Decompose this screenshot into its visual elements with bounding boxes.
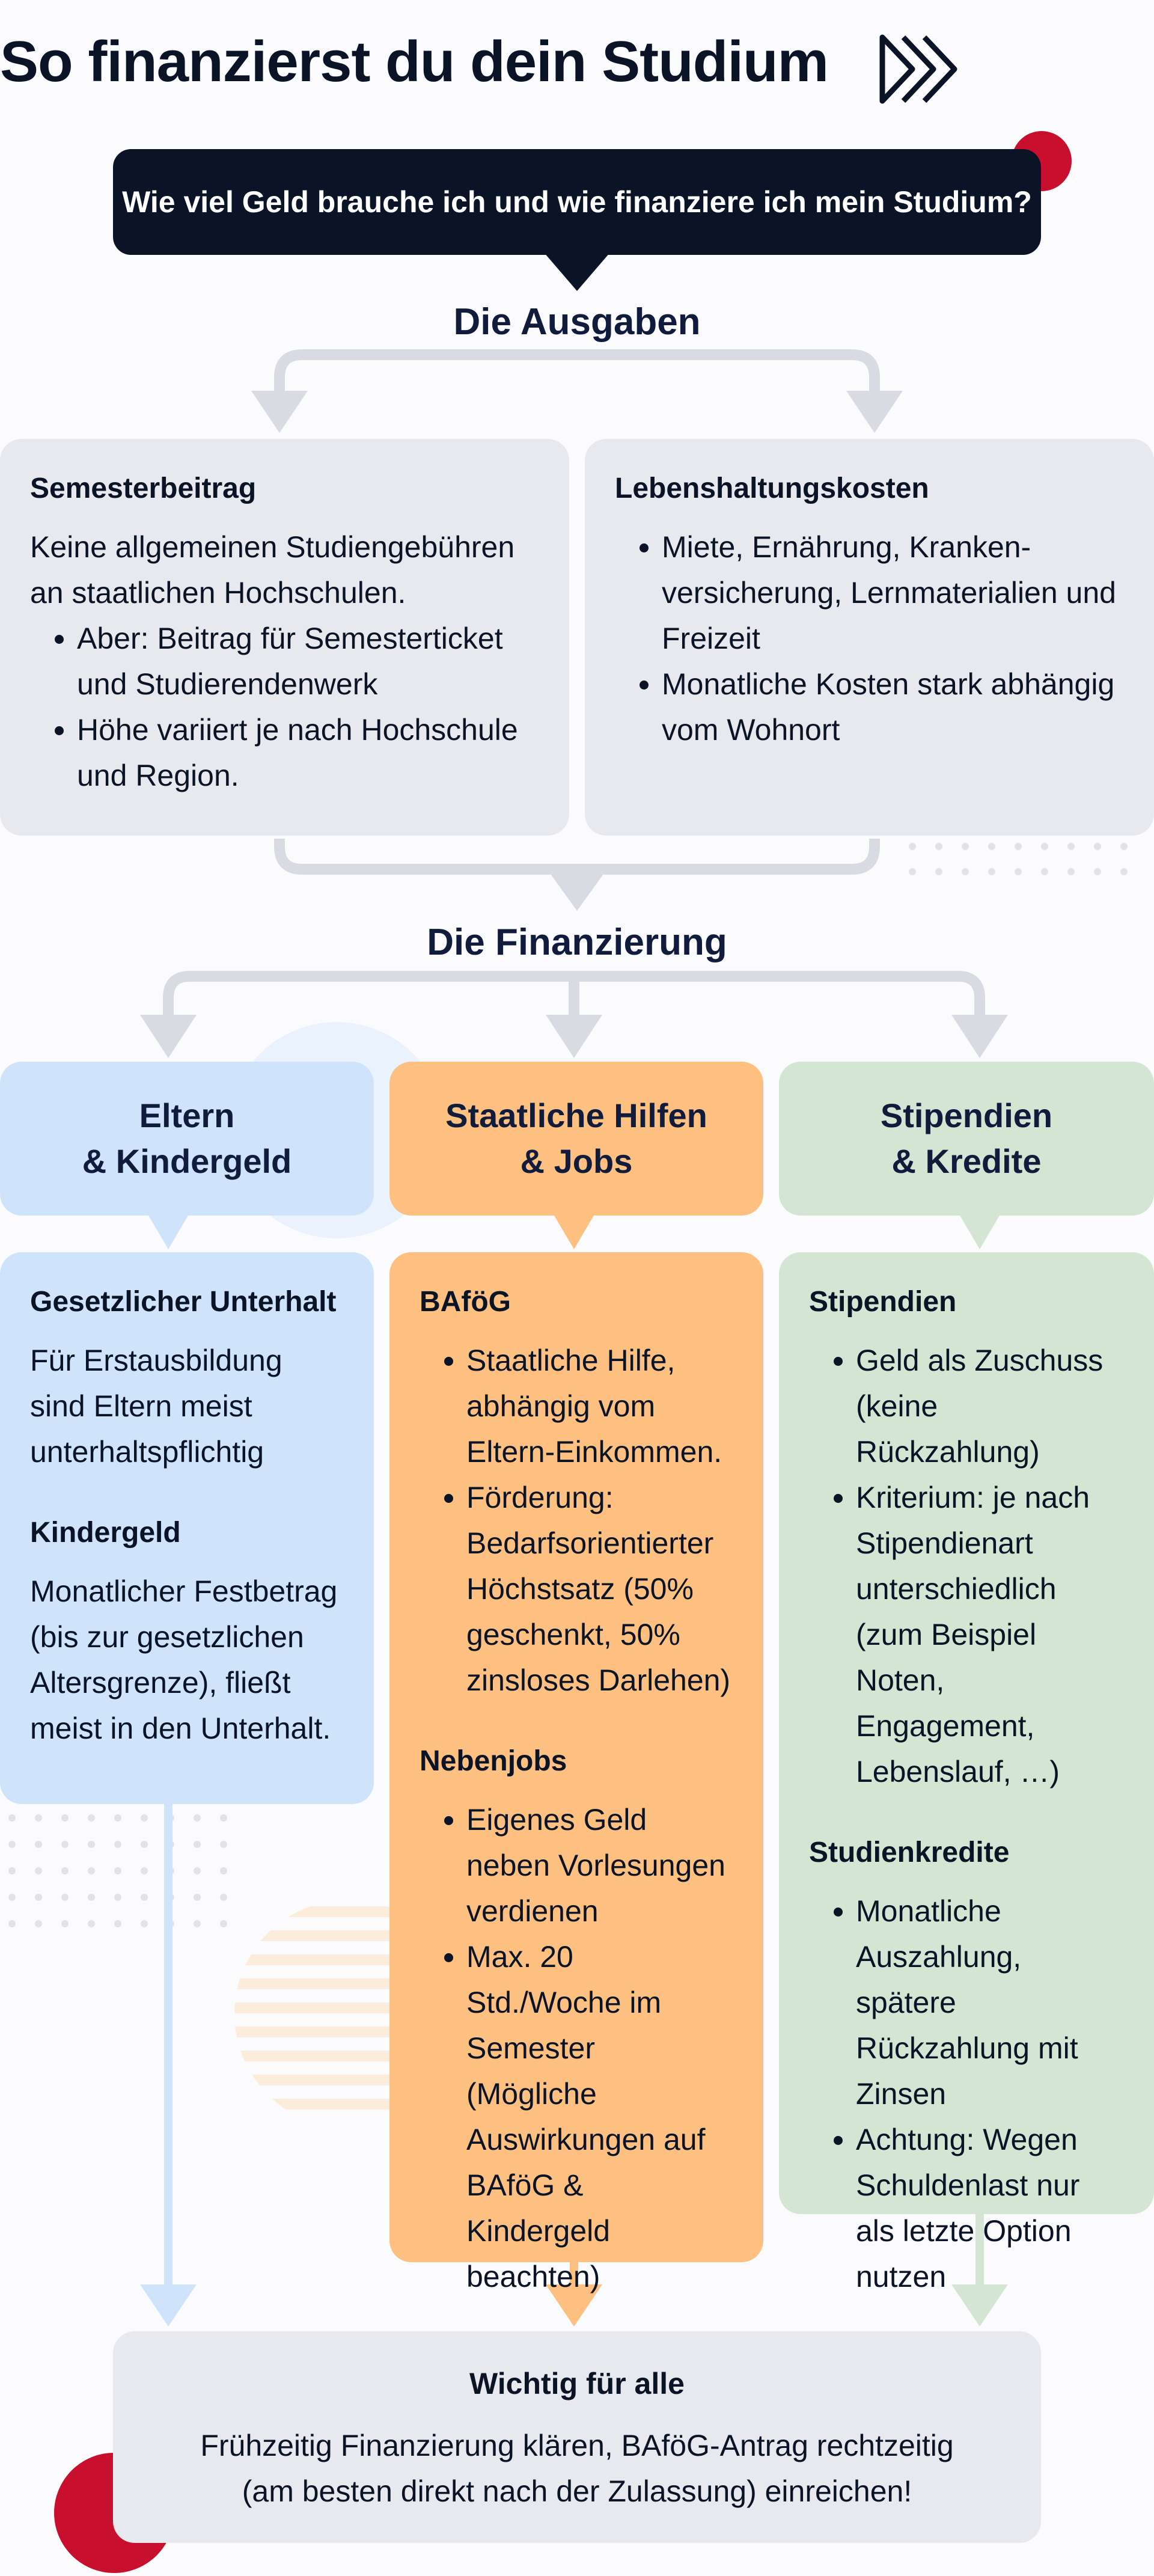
important-line-1: Frühzeitig Finanzierung klären, BAföG-An…: [200, 2429, 954, 2462]
semester-fee-text: Keine allgemeinen Studiengebühren an sta…: [30, 530, 515, 610]
state-header: Staatliche Hilfen & Jobs: [389, 1062, 763, 1216]
state-box: BAföG Staatliche Hilfe, abhängig vom Elt…: [389, 1252, 763, 2293]
merge-connector: [274, 839, 880, 875]
important-box: Wichtig für alle Frühzeitig Finanzierung…: [113, 2331, 1041, 2543]
list-item: Geld als Zuschuss (keine Rückzahlung): [856, 1338, 1124, 1475]
question-box: Wie viel Geld brauche ich und wie finanz…: [113, 149, 1041, 255]
parents-sub1-title: Gesetzlicher Unterhalt: [30, 1286, 337, 1318]
state-sub1-list: Staatliche Hilfe, abhängig vom Eltern-Ei…: [420, 1338, 733, 1703]
financing-heading: Die Finanzierung: [427, 922, 727, 963]
list-item: Max. 20 Std./Woche im Semester (Mögliche…: [466, 1934, 733, 2299]
list-item: Eigenes Geld neben Vorlesungen verdienen: [466, 1797, 733, 1934]
scholarship-sub1-list: Geld als Zuschuss (keine Rückzahlung) Kr…: [809, 1338, 1124, 1794]
important-title: Wichtig für alle: [469, 2367, 685, 2400]
parents-header-line1: Eltern: [139, 1097, 235, 1134]
fast-forward-logo-icon: [879, 34, 957, 104]
important-line-2: (am besten direkt nach der Zulassung) ei…: [242, 2474, 912, 2508]
parents-sub2-text: Monatlicher Festbetrag (bis zur gesetzli…: [30, 1574, 338, 1745]
question-pointer: [544, 252, 610, 291]
living-costs-box: Lebenshaltungskosten Miete, Ernährung, K…: [585, 439, 1154, 836]
decorative-dot-grid: [909, 843, 1128, 875]
decorative-dot-grid-left: [8, 1814, 227, 1927]
semester-fee-list: Aber: Beitrag für Semesterticket und Stu…: [30, 616, 539, 798]
scholarship-header: Stipendien & Kredite: [779, 1062, 1154, 1216]
scholarship-header-line1: Stipendien: [880, 1097, 1053, 1134]
semester-fee-title: Semesterbeitrag: [30, 473, 257, 504]
list-item: Kriterium: je nach Stipendienart untersc…: [856, 1475, 1124, 1794]
page-title: So finanzierst du dein Studium: [0, 29, 829, 94]
scholarship-header-line2: & Kredite: [891, 1142, 1042, 1180]
state-header-line1: Staatliche Hilfen: [445, 1097, 707, 1134]
list-item: Förderung: Bedarfsorientierter Höchstsat…: [466, 1475, 733, 1703]
expenses-heading: Die Ausgaben: [453, 301, 701, 343]
scholarship-box: Stipendien Geld als Zuschuss (keine Rück…: [779, 1252, 1154, 2293]
state-sub1-title: BAföG: [420, 1286, 511, 1318]
scholarship-sub2-title: Studienkredite: [809, 1837, 1010, 1868]
list-item: Monatliche Kosten stark abhängig vom Woh…: [662, 661, 1124, 753]
state-sub2-title: Nebenjobs: [420, 1745, 567, 1777]
semester-fee-box: Semesterbeitrag Keine allgemeinen Studie…: [0, 439, 569, 836]
list-item: Aber: Beitrag für Semesterticket und Stu…: [77, 616, 539, 707]
list-item: Achtung: Wegen Schuldenlast nur als letz…: [856, 2117, 1124, 2299]
list-item: Staatliche Hilfe, abhängig vom Eltern-Ei…: [466, 1338, 733, 1475]
scholarship-sub2-list: Monatliche Auszahlung, spätere Rückzahlu…: [809, 1888, 1124, 2299]
list-item: Höhe variiert je nach Hochschule und Reg…: [77, 707, 539, 798]
parents-sub1-text: Für Erstausbildung sind Eltern meist unt…: [30, 1344, 282, 1469]
parents-sub2-title: Kindergeld: [30, 1517, 181, 1549]
list-item: Miete, Ernährung, Kranken-versicherung, …: [662, 524, 1124, 661]
state-sub2-list: Eigenes Geld neben Vorlesungen verdienen…: [420, 1797, 733, 2299]
state-header-line2: & Jobs: [520, 1142, 633, 1180]
parents-header: Eltern & Kindergeld: [0, 1062, 374, 1216]
living-costs-list: Miete, Ernährung, Kranken-versicherung, …: [615, 524, 1124, 753]
parents-box: Gesetzlicher Unterhalt Für Erstausbildun…: [0, 1252, 374, 1804]
scholarship-sub1-title: Stipendien: [809, 1286, 957, 1318]
parents-header-line2: & Kindergeld: [82, 1142, 292, 1180]
expenses-connector: [274, 349, 880, 415]
living-costs-title: Lebenshaltungskosten: [615, 473, 929, 504]
list-item: Monatliche Auszahlung, spätere Rückzahlu…: [856, 1888, 1124, 2117]
